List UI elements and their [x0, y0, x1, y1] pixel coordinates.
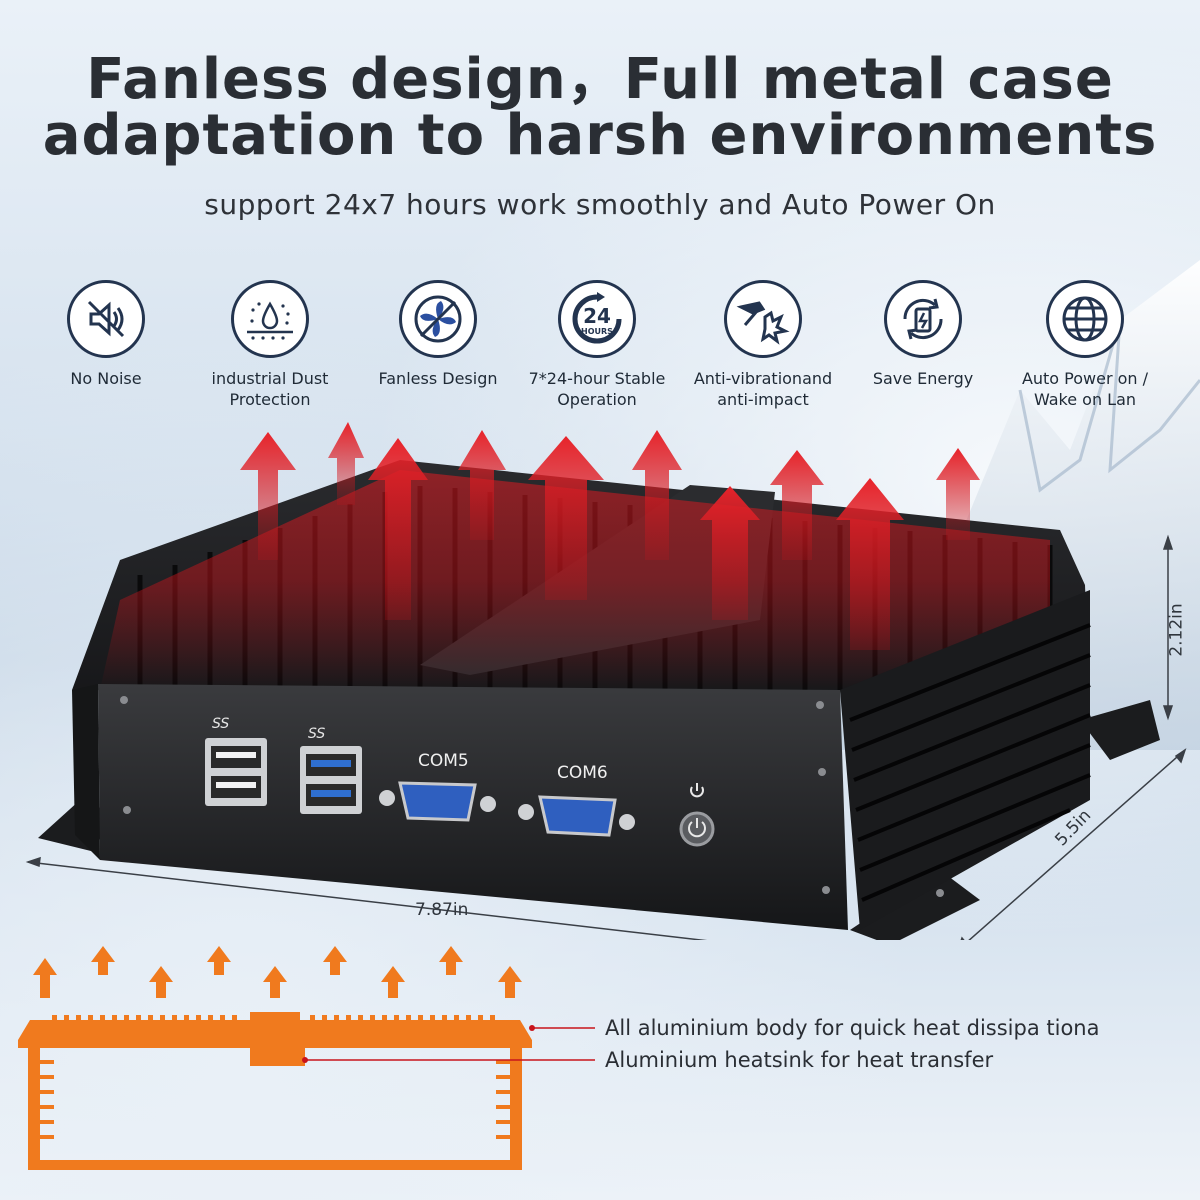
feature-label: Auto Power on / Wake on Lan — [1021, 369, 1149, 409]
feature-no-noise: No Noise — [21, 280, 191, 389]
com6-label: COM6 — [557, 763, 608, 783]
com5-label: COM5 — [418, 751, 469, 771]
feature-label: industrial Dust Protection — [211, 369, 329, 409]
feature-auto-power-on: Auto Power on / Wake on Lan — [1000, 280, 1170, 410]
usb-logo-right: SS — [308, 726, 325, 742]
page-subtitle: support 24x7 hours work smoothly and Aut… — [204, 188, 996, 221]
feature-fanless: Fanless Design — [353, 280, 523, 389]
feature-anti-vibration: Anti-vibrationand anti-impact — [678, 280, 848, 410]
width-dimension-label: 7.87in — [415, 900, 469, 920]
anti-vibration-icon — [724, 280, 802, 358]
dust-protection-icon — [231, 280, 309, 358]
feature-label: 7*24-hour Stable Operation — [528, 369, 666, 409]
mini-pc-illustration: SS SS COM5 COM6 — [25, 422, 1187, 940]
heatsink-cross-section-diagram — [18, 946, 595, 1170]
fanless-icon — [399, 280, 477, 358]
feature-save-energy: Save Energy — [838, 280, 1008, 389]
no-noise-icon — [67, 280, 145, 358]
callout-aluminium-body: All aluminium body for quick heat dissip… — [605, 1016, 1100, 1040]
feature-24-hours: 24 HOURS 7*24-hour Stable Operation — [512, 280, 682, 410]
feature-label: Save Energy — [872, 369, 974, 388]
24-badge: 24 — [583, 304, 611, 328]
feature-dust-protection: industrial Dust Protection — [185, 280, 355, 410]
feature-label: Fanless Design — [378, 369, 498, 388]
page-title-line2: adaptation to harsh environments — [42, 103, 1158, 168]
feature-label: No Noise — [70, 369, 142, 388]
height-dimension-label: 2.12in — [1166, 603, 1187, 657]
24-hours-icon: 24 HOURS — [558, 280, 636, 358]
save-energy-icon — [884, 280, 962, 358]
usb-logo-left: SS — [212, 716, 229, 732]
globe-icon — [1046, 280, 1124, 358]
feature-label: Anti-vibrationand anti-impact — [693, 369, 833, 409]
callout-aluminium-heatsink: Aluminium heatsink for heat transfer — [605, 1048, 994, 1072]
page-title-line1: Fanless design，Full metal case — [86, 47, 1114, 112]
hours-badge: HOURS — [581, 327, 613, 336]
